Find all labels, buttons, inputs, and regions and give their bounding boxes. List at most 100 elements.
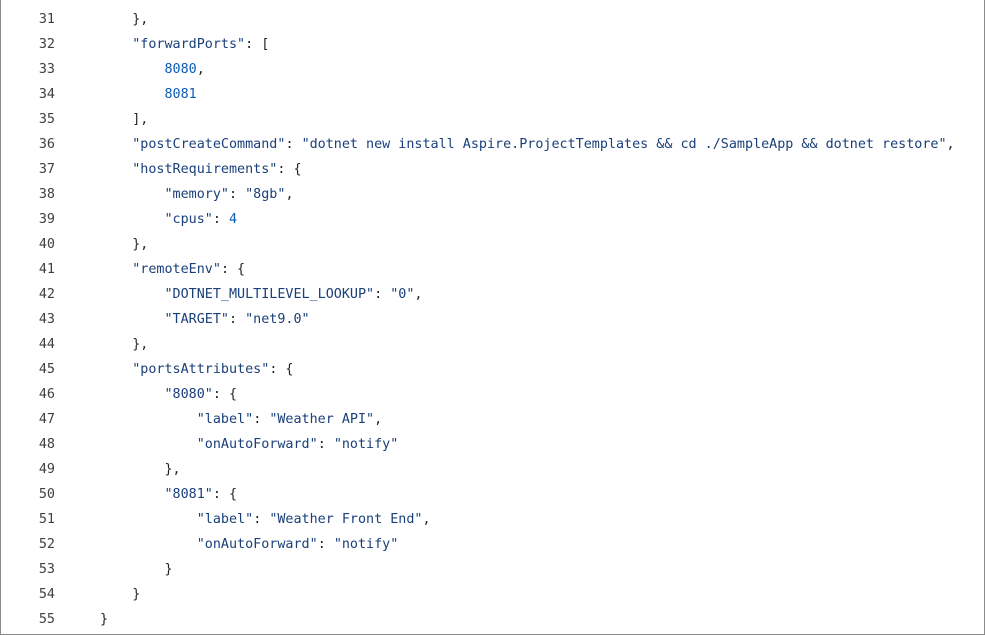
json-punctuation: :: [229, 312, 246, 327]
indent: [100, 587, 132, 602]
line-number: 41: [38, 262, 55, 277]
line-number: 39: [38, 212, 55, 227]
json-string: "net9.0": [245, 312, 310, 327]
code-text: "TARGET": "net9.0": [55, 312, 984, 327]
line-number: 55: [38, 612, 55, 627]
json-punctuation: : {: [220, 262, 246, 277]
code-text: "DOTNET_MULTILEVEL_LOOKUP": "0",: [55, 287, 984, 302]
indent: [100, 37, 132, 52]
code-line: 52 "onAutoForward": "notify": [1, 532, 984, 557]
code-text: "8081": {: [55, 487, 984, 502]
json-punctuation: }: [100, 612, 109, 627]
json-key: "postCreateCommand": [132, 137, 286, 152]
code-line: 51 "label": "Weather Front End",: [1, 507, 984, 532]
line-number: 37: [38, 162, 55, 177]
code-text: }: [55, 587, 984, 602]
code-line: 50 "8081": {: [1, 482, 984, 507]
indent: [100, 237, 132, 252]
code-text: "label": "Weather Front End",: [55, 512, 984, 527]
code-line: 38 "memory": "8gb",: [1, 182, 984, 207]
code-text: }: [55, 562, 984, 577]
code-line: 48 "onAutoForward": "notify": [1, 432, 984, 457]
json-key: "portsAttributes": [132, 362, 270, 377]
code-line: 43 "TARGET": "net9.0": [1, 307, 984, 332]
line-number: 36: [38, 137, 55, 152]
code-text: },: [55, 237, 984, 252]
json-punctuation: ,: [414, 287, 423, 302]
code-text: "label": "Weather API",: [55, 412, 984, 427]
json-punctuation: ],: [132, 112, 149, 127]
code-line: 53 }: [1, 557, 984, 582]
json-string: "8gb": [245, 187, 286, 202]
indent: [100, 412, 197, 427]
code-line: 41 "remoteEnv": {: [1, 257, 984, 282]
json-punctuation: : {: [212, 487, 238, 502]
json-key: "label": [196, 412, 254, 427]
indent: [100, 262, 132, 277]
line-number: 48: [38, 437, 55, 452]
indent: [100, 462, 165, 477]
code-line: 46 "8080": {: [1, 382, 984, 407]
line-number: 44: [38, 337, 55, 352]
line-number: 40: [38, 237, 55, 252]
code-text: "cpus": 4: [55, 212, 984, 227]
json-string: "dotnet new install Aspire.ProjectTempla…: [301, 137, 947, 152]
json-string: "notify": [333, 437, 399, 452]
json-key: "onAutoForward": [196, 537, 318, 552]
code-line: 40 },: [1, 232, 984, 257]
code-line: 44 },: [1, 332, 984, 357]
json-punctuation: ,: [196, 62, 205, 77]
indent: [100, 437, 197, 452]
code-text: "forwardPorts": [: [55, 37, 984, 52]
json-punctuation: :: [374, 287, 391, 302]
code-text: 8080,: [55, 62, 984, 77]
line-number: 43: [38, 312, 55, 327]
code-line: 32 "forwardPorts": [: [1, 32, 984, 57]
code-text: },: [55, 462, 984, 477]
code-text: "portsAttributes": {: [55, 362, 984, 377]
json-string: "Weather API": [269, 412, 375, 427]
line-number: 53: [38, 562, 55, 577]
code-line: 55}: [1, 607, 984, 632]
json-key: "TARGET": [164, 312, 230, 327]
code-text: "onAutoForward": "notify": [55, 437, 984, 452]
indent: [100, 162, 132, 177]
indent: [100, 487, 165, 502]
json-punctuation: ,: [374, 412, 383, 427]
indent: [100, 537, 197, 552]
json-key: "8081": [164, 487, 213, 502]
indent: [100, 12, 132, 27]
json-key: "8080": [164, 387, 213, 402]
json-punctuation: ,: [285, 187, 294, 202]
indent: [100, 112, 132, 127]
code-text: "memory": "8gb",: [55, 187, 984, 202]
json-string: "Weather Front End": [269, 512, 423, 527]
code-text: },: [55, 337, 984, 352]
code-line: 31 },: [1, 7, 984, 32]
line-number: 33: [38, 62, 55, 77]
json-key: "remoteEnv": [132, 262, 221, 277]
line-number: 54: [38, 587, 55, 602]
code-text: 8081: [55, 87, 984, 102]
json-number: 8081: [164, 87, 197, 102]
code-line: 49 },: [1, 457, 984, 482]
indent: [100, 562, 165, 577]
indent: [100, 312, 165, 327]
code-text: "remoteEnv": {: [55, 262, 984, 277]
code-text: "hostRequirements": {: [55, 162, 984, 177]
json-key: "forwardPorts": [132, 37, 246, 52]
line-number: 49: [38, 462, 55, 477]
code-text: "onAutoForward": "notify": [55, 537, 984, 552]
line-number: 42: [38, 287, 55, 302]
indent: [100, 287, 165, 302]
json-string: "0": [390, 287, 415, 302]
code-line: 42 "DOTNET_MULTILEVEL_LOOKUP": "0",: [1, 282, 984, 307]
json-punctuation: : {: [269, 362, 294, 377]
json-punctuation: },: [132, 237, 149, 252]
indent: [100, 512, 197, 527]
json-number: 4: [229, 212, 238, 227]
line-number: 52: [38, 537, 55, 552]
line-number: 34: [38, 87, 55, 102]
code-text: },: [55, 12, 984, 27]
